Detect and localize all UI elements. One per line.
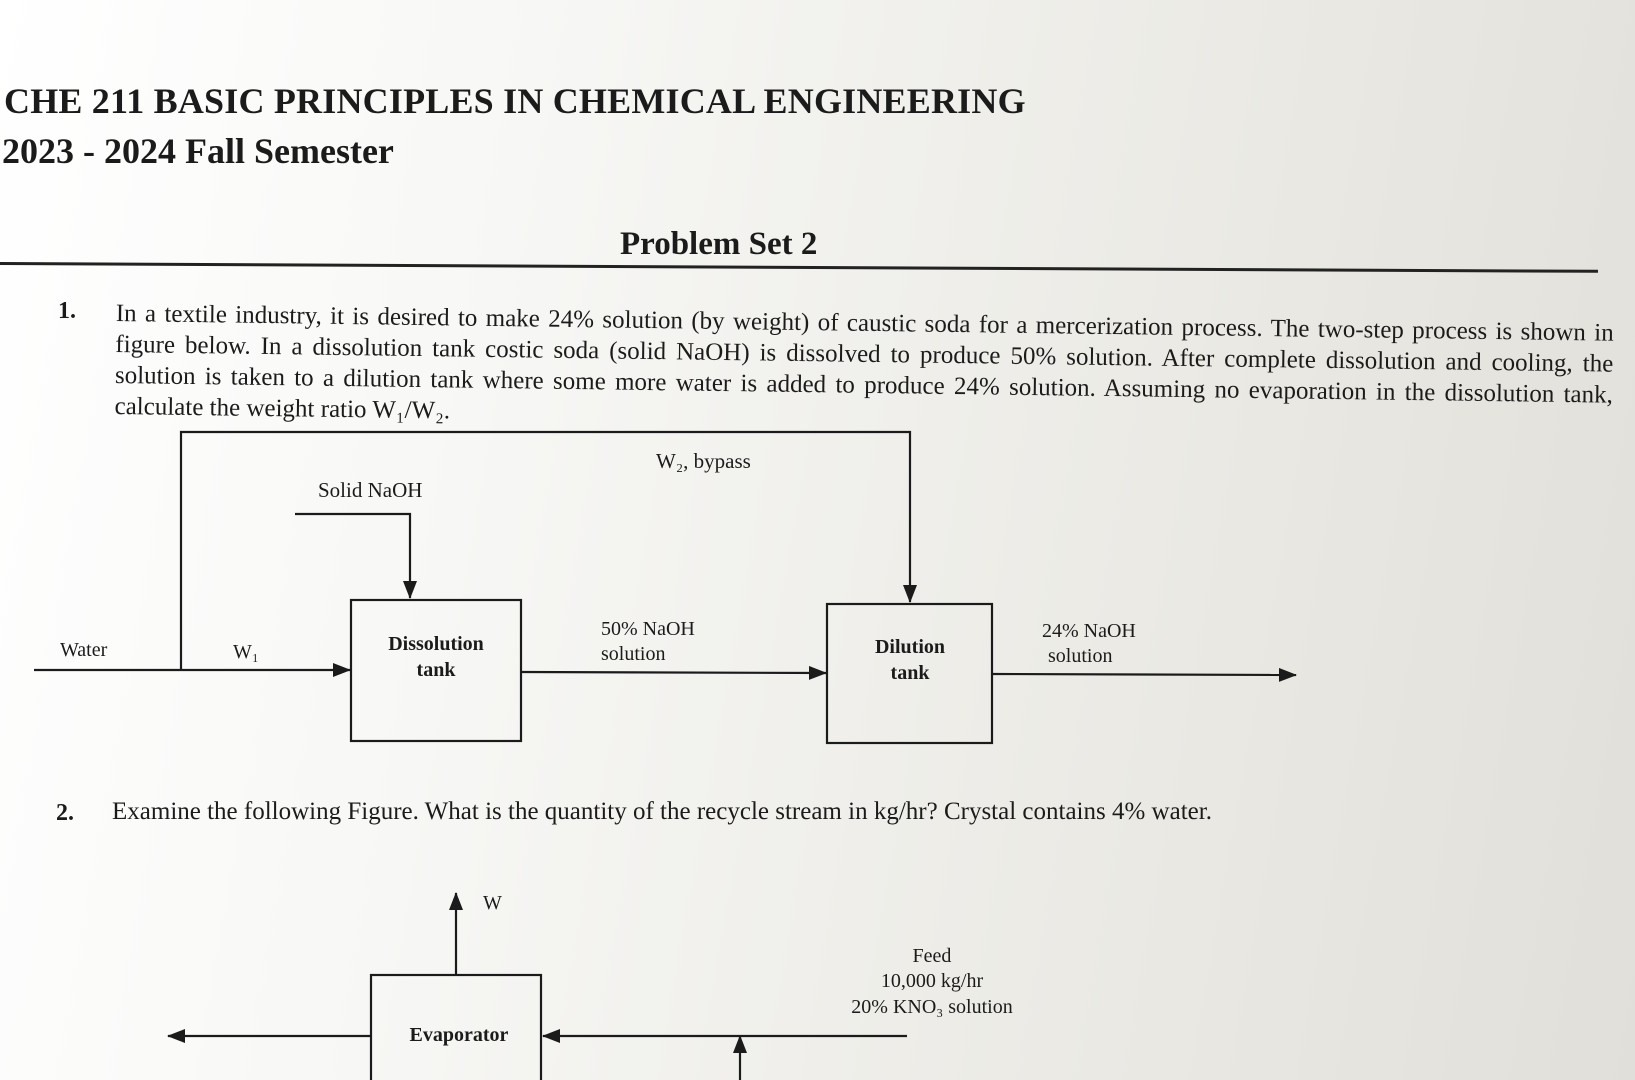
question-1-number: 1. [58, 298, 76, 324]
dilution-tank-label-line2: tank [891, 662, 931, 684]
question-2-text: Examine the following Figure. What is th… [112, 798, 1212, 825]
course-title: CHE 211 BASIC PRINCIPLES IN CHEMICAL ENG… [4, 81, 1026, 121]
bypass-stream [179, 430, 917, 670]
dissolution-tank-label-line1: Dissolution [388, 633, 484, 655]
w-label: W [483, 892, 502, 914]
bypass-label: W₂, bypass [656, 449, 751, 473]
dilution-tank [825, 602, 994, 745]
fifty-percent-label-line2: solution [601, 643, 665, 665]
semester-title: 2023 - 2024 Fall Semester [2, 131, 394, 171]
product-label-line2: solution [1048, 645, 1112, 667]
process-diagram-2: W Evaporator Feed 10,000 kg/hr 20% KNO₃ … [167, 892, 1013, 1080]
dissolution-tank [349, 598, 523, 743]
evaporator-label: Evaporator [410, 1024, 509, 1046]
dissolution-tank-label-line2: tank [417, 659, 457, 681]
feed-label-line3: 20% KNO₃ solution [851, 996, 1012, 1018]
feed-label-line1: Feed [913, 945, 952, 967]
dilution-tank-label-line1: Dilution [875, 636, 945, 658]
solid-naoh-stream [295, 512, 417, 599]
process-diagram-1: W₂, bypass Solid NaOH Water W₁ Dissoluti… [34, 430, 1297, 745]
fifty-percent-stream [520, 665, 827, 680]
w1-label: W₁ [233, 641, 259, 663]
problem-set-title: Problem Set 2 [620, 226, 818, 262]
solid-naoh-label: Solid NaOH [318, 478, 422, 502]
question-2-number: 2. [56, 800, 74, 826]
product-stream [991, 667, 1297, 682]
water-label: Water [60, 639, 108, 661]
feed-label-line2: 10,000 kg/hr [881, 970, 984, 992]
product-label-line1: 24% NaOH [1042, 620, 1136, 642]
fifty-percent-label-line1: 50% NaOH [601, 618, 695, 640]
